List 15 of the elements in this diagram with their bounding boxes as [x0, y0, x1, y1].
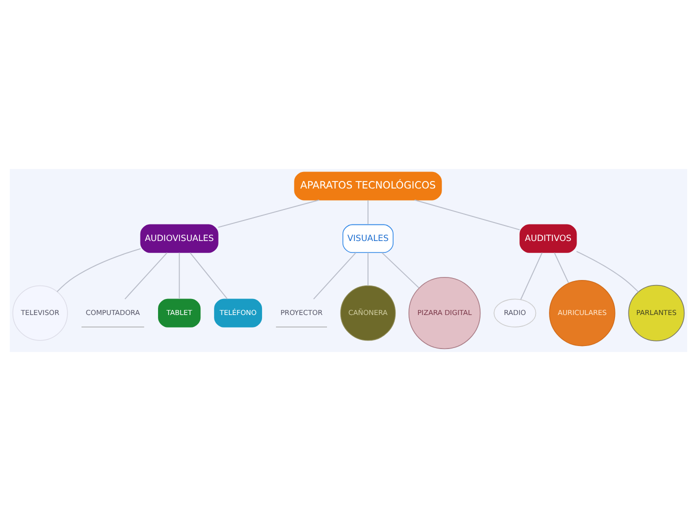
connector [124, 252, 168, 299]
connector [178, 252, 180, 299]
connector [554, 252, 569, 283]
node-box: APARATOS TECNOLÓGICOS [294, 171, 442, 200]
node-box: AUDIOVISUALES [140, 224, 218, 252]
node-box: VISUALES [342, 224, 394, 252]
connector [56, 248, 142, 292]
connector [313, 252, 356, 299]
connector [414, 199, 520, 230]
connector [382, 252, 420, 288]
connector [218, 199, 320, 228]
connector [190, 252, 228, 299]
node-box: AUDITIVOS [520, 224, 577, 252]
connector [520, 252, 543, 300]
connector [576, 250, 639, 292]
